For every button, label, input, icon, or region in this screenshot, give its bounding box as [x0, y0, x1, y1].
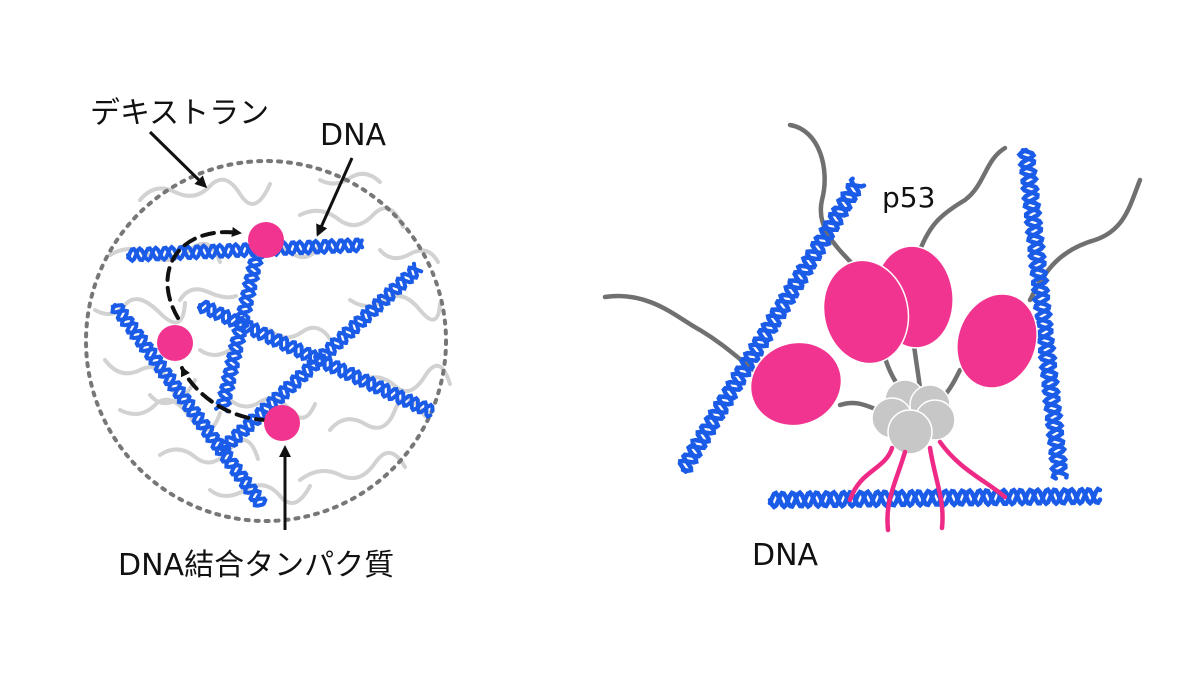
dna-strand — [767, 486, 1103, 510]
dna-strand — [767, 486, 1103, 510]
dextran-strand — [93, 297, 187, 325]
dna-strand — [126, 236, 364, 264]
linker-strand — [787, 122, 863, 275]
left-panel: デキストラン DNA DNA結合タンパク質 — [84, 96, 452, 583]
dextran-strand — [198, 348, 232, 357]
linker-strand — [837, 400, 881, 413]
dna-binding-proteins — [157, 222, 300, 441]
dna-strand — [126, 237, 365, 263]
dna-strand — [677, 182, 867, 474]
dna-label-right: DNA — [752, 538, 819, 573]
binding-domain — [749, 341, 843, 427]
p53-tails — [847, 439, 1008, 533]
protein-dot — [264, 405, 300, 441]
p53-label: p53 — [882, 181, 935, 214]
dextran-strand — [378, 248, 440, 264]
dextran-strand — [158, 438, 260, 465]
diffusion-arrow-bottom — [180, 366, 270, 422]
p53-core — [871, 379, 956, 455]
dextran-strand — [138, 177, 272, 206]
dna-strand — [1017, 148, 1069, 480]
binding-domain — [822, 259, 910, 365]
tail-strand — [927, 445, 945, 531]
dextran-label: デキストラン — [90, 96, 269, 131]
binding-domain — [956, 293, 1038, 389]
protein-dot — [157, 325, 193, 361]
dextran-pointer-arrow — [148, 130, 208, 189]
protein-label: DNA結合タンパク質 — [118, 548, 394, 583]
p53-dna-binding-domains — [749, 245, 1038, 427]
tail-strand — [937, 439, 1008, 500]
diffusion-path — [165, 226, 270, 422]
linker-strand — [602, 293, 763, 378]
droplet-boundary — [84, 159, 448, 523]
dna-helices — [110, 236, 435, 508]
dna-pointer-arrow — [316, 157, 354, 237]
dextran-strand — [178, 287, 238, 302]
dextran-strand — [358, 363, 452, 394]
dna-label: DNA — [320, 118, 387, 153]
core-blob — [887, 409, 933, 455]
dextran-strand — [298, 206, 405, 229]
dna-strand — [220, 261, 420, 454]
protein-dot — [248, 222, 284, 258]
dextran-strand — [148, 393, 180, 406]
dextran-strand — [318, 171, 382, 186]
linker-strand — [917, 145, 1008, 253]
right-panel: p53 DNA — [602, 122, 1143, 573]
dna-helices — [677, 147, 1103, 510]
diffusion-arrow-top — [165, 226, 242, 320]
dna-strand — [1016, 147, 1068, 481]
dextran-strand — [298, 451, 407, 482]
dextran-strand — [208, 483, 312, 506]
dna-strand — [110, 303, 268, 506]
dna-strand — [219, 265, 424, 454]
tail-strand — [847, 445, 895, 503]
tail-strand — [885, 449, 908, 533]
